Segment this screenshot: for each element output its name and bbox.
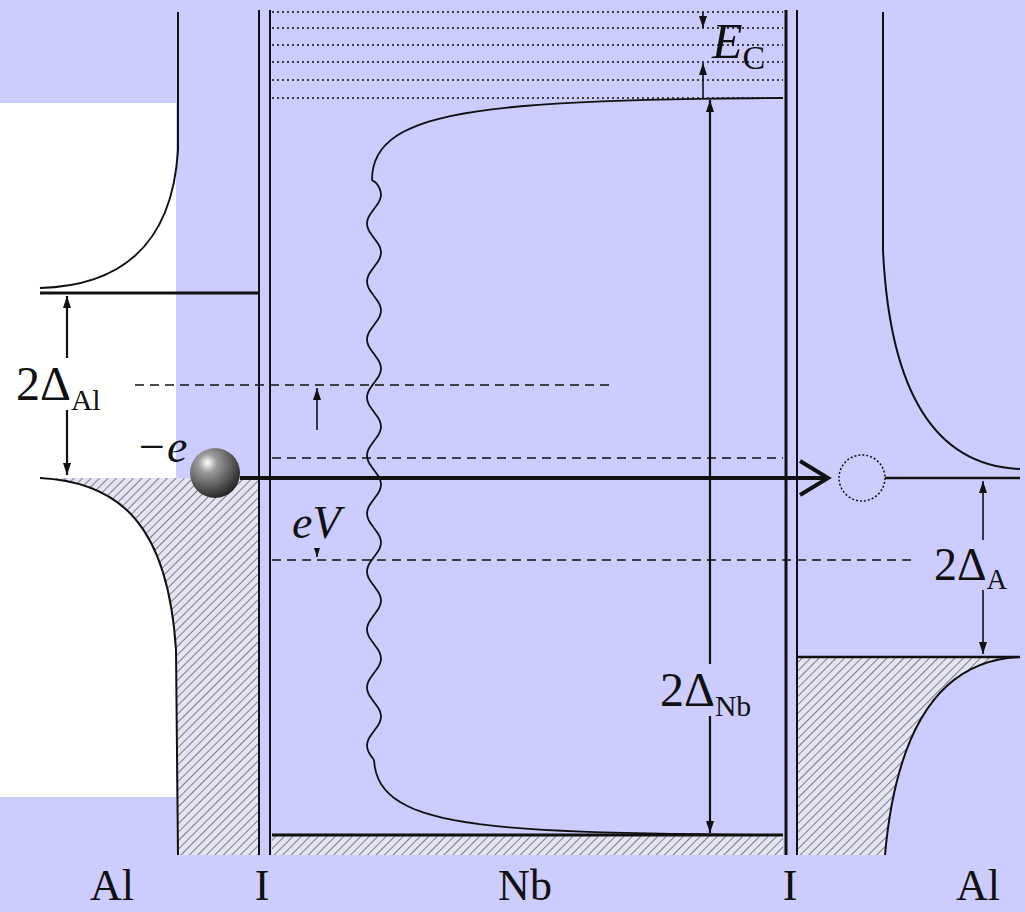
gap-label: 2ΔNb — [658, 664, 753, 716]
electron-ghost — [839, 455, 885, 501]
charge-label: −e — [136, 424, 187, 470]
material-label: Al — [956, 864, 1000, 908]
gap-edge — [40, 292, 258, 295]
gap-edge — [885, 477, 1020, 480]
gap-label: 2ΔA — [932, 540, 1009, 590]
material-label: Nb — [498, 864, 552, 908]
voltage-label: eV — [290, 498, 343, 548]
nb-dos-curve — [367, 98, 783, 835]
occupied-states — [797, 657, 1020, 855]
material-label: I — [255, 864, 270, 908]
dos-curve — [883, 12, 1020, 469]
occupied-states — [40, 478, 258, 855]
tunnel-arrow — [240, 476, 824, 480]
dos-curve — [40, 12, 178, 288]
charging-energy-label: EC — [712, 16, 765, 66]
dimension-arrows — [67, 12, 983, 833]
charge-levels — [272, 12, 783, 98]
gap-label: 2ΔAl — [14, 358, 103, 410]
material-label: I — [783, 864, 798, 908]
electron — [190, 448, 240, 498]
material-label: Al — [90, 864, 134, 908]
barrier-lines — [259, 10, 797, 855]
nb-dos-curve — [367, 98, 783, 835]
tunnel-arrow-head — [800, 461, 828, 495]
dashed-levels — [135, 385, 915, 560]
dos-curve — [40, 478, 178, 855]
gap-edge — [797, 656, 1020, 659]
dos-curve — [885, 657, 1020, 855]
occupied-states — [272, 835, 783, 855]
